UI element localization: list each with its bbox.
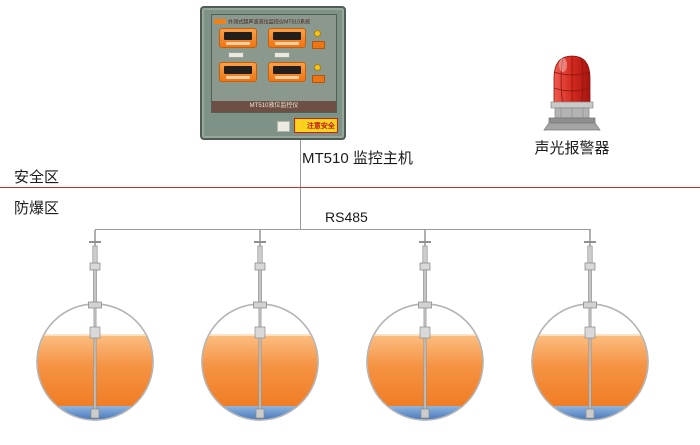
beacon-collar — [550, 101, 594, 109]
dome-cage-line — [580, 57, 584, 105]
screen-footer: MT510液位监控仪 — [212, 101, 336, 112]
dome-cage-line — [553, 87, 591, 92]
module-ticks — [226, 76, 250, 79]
beacon-base-plate — [548, 117, 596, 124]
rs485-bus-line — [95, 229, 591, 230]
module-ticks — [275, 42, 299, 45]
module-window — [273, 66, 301, 74]
monitor-screen: 外测式超声波液位监控仪MT510系统 MT510液位监控仪 — [211, 14, 337, 113]
beacon-mount-bracket — [543, 122, 601, 131]
dome-cage-line — [560, 57, 564, 105]
rs485-label: RS485 — [325, 209, 368, 225]
module-window — [224, 66, 252, 74]
warning-text: 注意安全 — [306, 122, 335, 130]
monitor-panel: 外测式超声波液位监控仪MT510系统 MT510液位监控仪 ⚡ 注意安全 — [200, 6, 346, 140]
tank-1 — [30, 230, 160, 445]
panel-key-2 — [312, 75, 325, 83]
warning-sticker: ⚡ 注意安全 — [294, 118, 338, 133]
display-module-1 — [219, 28, 257, 48]
screen-header: 外测式超声波液位监控仪MT510系统 — [212, 15, 336, 27]
module-ticks — [226, 42, 250, 45]
dome-cage-line — [553, 71, 591, 76]
tank-4 — [525, 230, 655, 445]
display-module-2 — [268, 28, 306, 48]
panel-button-2 — [314, 64, 321, 71]
mid-display-1 — [228, 52, 244, 58]
display-module-4 — [268, 62, 306, 82]
zone-label-hazard: 防爆区 — [14, 200, 60, 217]
tank-3 — [360, 230, 490, 445]
module-ticks — [275, 76, 299, 79]
module-window — [273, 32, 301, 40]
module-window — [224, 32, 252, 40]
panel-button-1 — [314, 30, 321, 37]
brand-logo-icon — [214, 18, 226, 24]
screen-title: 外测式超声波液位监控仪MT510系统 — [228, 19, 311, 25]
panel-key-1 — [312, 41, 325, 49]
monitor-bus-connector-line — [300, 140, 301, 230]
display-module-3 — [219, 62, 257, 82]
monitor-label: MT510 监控主机 — [302, 150, 413, 167]
spec-sticker — [277, 121, 290, 132]
zone-label-safe: 安全区 — [14, 169, 60, 186]
tank-2 — [195, 230, 325, 445]
zone-divider-line — [0, 187, 700, 188]
alarm-beacon — [543, 55, 601, 131]
mid-display-2 — [274, 52, 290, 58]
dome-highlight — [559, 58, 567, 72]
alarm-label: 声光报警器 — [534, 140, 610, 157]
electric-warning-icon: ⚡ — [297, 122, 306, 130]
